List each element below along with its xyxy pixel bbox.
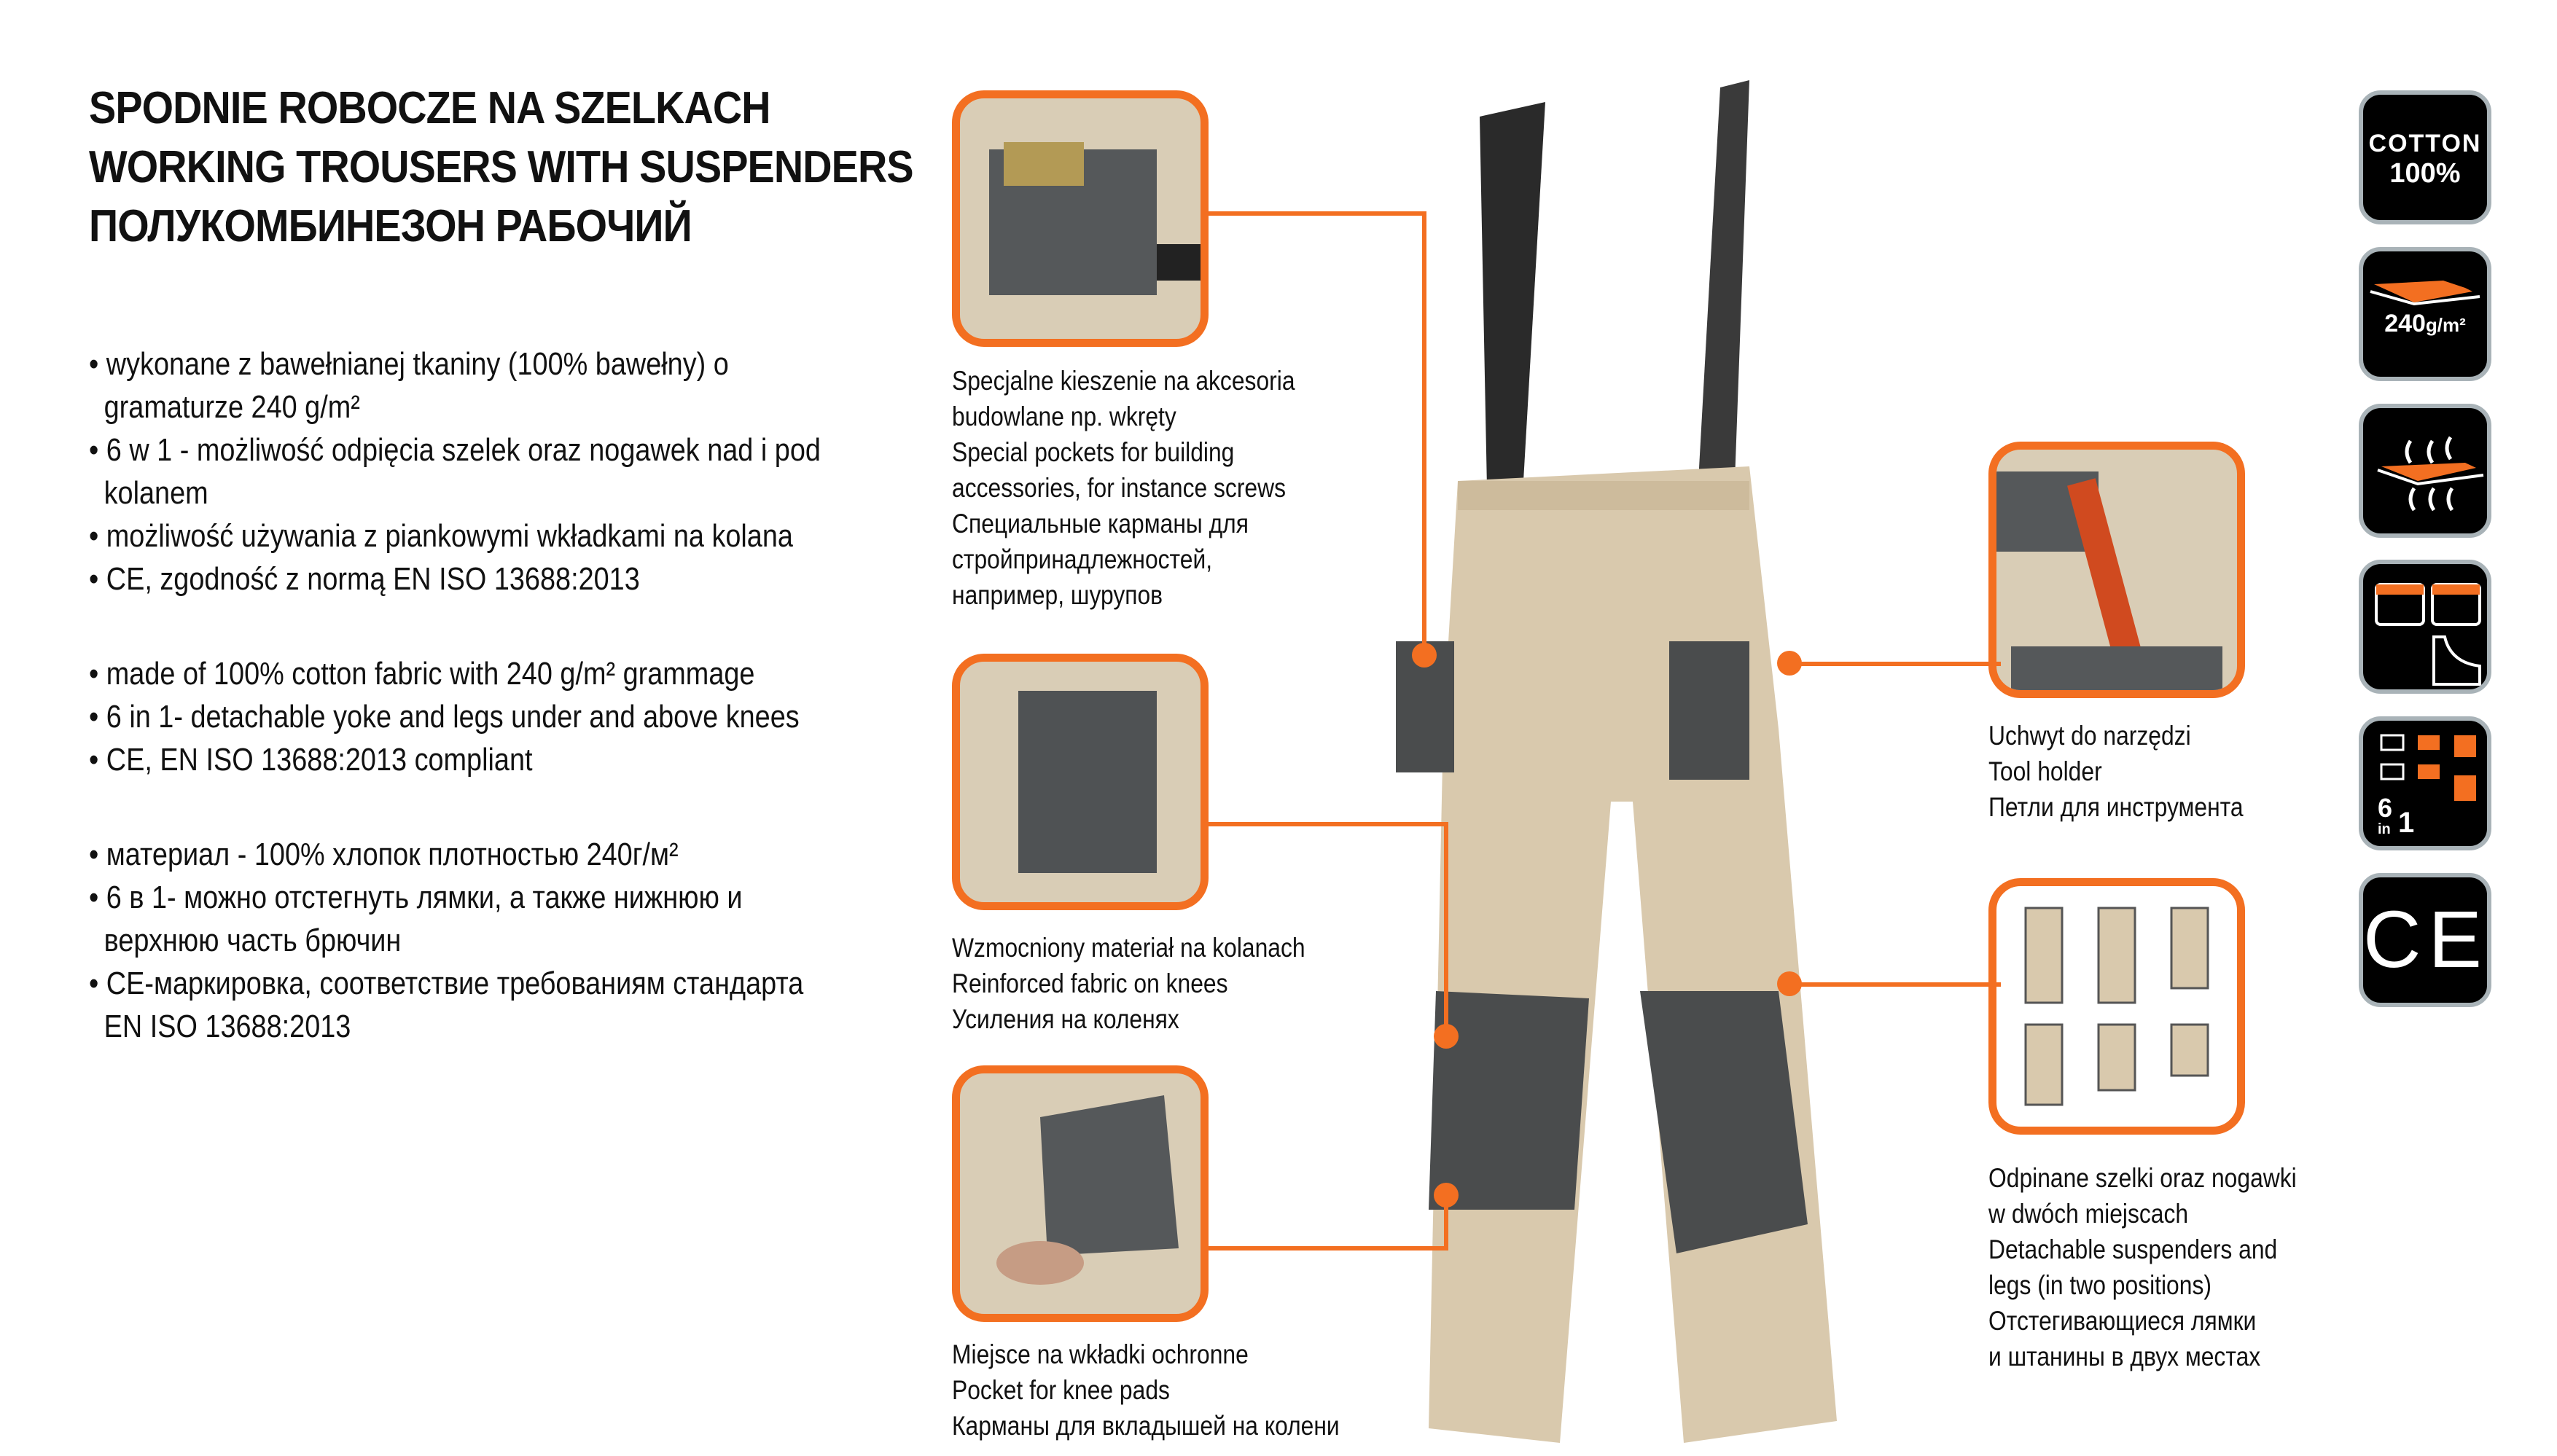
connector-line bbox=[1789, 662, 2001, 666]
weight-value: 240 bbox=[2384, 310, 2426, 337]
caption-line: стройпринадлежностей, bbox=[952, 544, 1213, 574]
six-in-one-number: 6 bbox=[2378, 793, 2393, 823]
caption-line: budowlane np. wkręty bbox=[952, 402, 1176, 431]
bullets-ru: материал - 100% хлопок плотностью 240г/м… bbox=[89, 833, 841, 1048]
caption-line: Отстегивающиеся лямки bbox=[1988, 1306, 2257, 1336]
bullets-pl: wykonane z bawełnianej tkaniny (100% baw… bbox=[89, 343, 841, 600]
bullet: CE, zgodność z normą EN ISO 13688:2013 bbox=[89, 557, 841, 600]
cotton-icon: COTTON 100% bbox=[2359, 90, 2491, 224]
pockets-icon bbox=[2359, 560, 2491, 694]
caption-line: Карманы для вкладышей на колени bbox=[952, 1411, 1340, 1441]
ce-mark: CE bbox=[2363, 895, 2489, 985]
bullet: możliwość używania z piankowymi wkładkam… bbox=[89, 514, 841, 557]
breathable-icon bbox=[2359, 404, 2491, 538]
caption-line: Special pockets for building bbox=[952, 437, 1235, 467]
caption-line: Odpinane szelki oraz nogawki bbox=[1988, 1163, 2297, 1193]
connector-line bbox=[1208, 211, 1426, 216]
caption-line: Усиления на коленях bbox=[952, 1004, 1179, 1034]
six-in-one-in: in bbox=[2378, 821, 2391, 837]
cotton-value: 100% bbox=[2389, 158, 2461, 189]
caption-line: например, шурупов bbox=[952, 580, 1163, 610]
connector-dot bbox=[1434, 1183, 1459, 1208]
connector-line bbox=[1789, 982, 2001, 987]
ce-mark-icon: CE bbox=[2359, 873, 2491, 1007]
caption-line: Reinforced fabric on knees bbox=[952, 968, 1228, 998]
caption-knee-pads: Miejsce na wkładki ochronne Pocket for k… bbox=[952, 1336, 1340, 1444]
bullet: CE, EN ISO 13688:2013 compliant bbox=[89, 738, 841, 781]
bullet: 6 in 1- detachable yoke and legs under a… bbox=[89, 695, 841, 738]
bullet: материал - 100% хлопок плотностью 240г/м… bbox=[89, 833, 841, 876]
caption-line: legs (in two positions) bbox=[1988, 1270, 2211, 1300]
caption-line: Uchwyt do narzędzi bbox=[1988, 721, 2191, 751]
caption-line: w dwóch miejscach bbox=[1988, 1199, 2189, 1229]
caption-line: accessories, for instance screws bbox=[952, 473, 1287, 503]
photo-six-in-one bbox=[1988, 878, 2245, 1135]
bullet: made of 100% cotton fabric with 240 g/m²… bbox=[89, 652, 841, 695]
photo-tool-holder bbox=[1988, 442, 2245, 698]
six-in-one-one: 1 bbox=[2398, 807, 2415, 839]
page-title: SPODNIE ROBOCZE NA SZELKACH WORKING TROU… bbox=[89, 79, 914, 256]
bullets-en: made of 100% cotton fabric with 240 g/m²… bbox=[89, 652, 841, 781]
connector-dot bbox=[1434, 1024, 1459, 1049]
bullet: 6 w 1 - możliwość odpięcia szelek oraz n… bbox=[89, 428, 841, 514]
caption-tool-holder: Uchwyt do narzędzi Tool holder Петли для… bbox=[1988, 718, 2244, 825]
caption-line: Detachable suspenders and bbox=[1988, 1234, 2278, 1264]
title-en: WORKING TROUSERS WITH SUSPENDERS bbox=[89, 142, 914, 192]
caption-line: Петли для инструмента bbox=[1988, 792, 2244, 822]
connector-line bbox=[1208, 1246, 1448, 1250]
caption-line: Tool holder bbox=[1988, 756, 2102, 786]
bullet: CE-маркировка, соответствие требованиям … bbox=[89, 962, 841, 1048]
photo-pockets bbox=[952, 90, 1209, 347]
connector-line bbox=[1208, 822, 1448, 826]
bullet: wykonane z bawełnianej tkaniny (100% baw… bbox=[89, 343, 841, 428]
trousers-image bbox=[1396, 80, 1837, 1443]
connector-dot bbox=[1777, 651, 1802, 676]
caption-line: Wzmocniony materiał na kolanach bbox=[952, 933, 1305, 963]
title-pl: SPODNIE ROBOCZE NA SZELKACH bbox=[89, 83, 771, 133]
caption-line: Specjalne kieszenie na akcesoria bbox=[952, 366, 1295, 396]
connector-line bbox=[1422, 211, 1426, 656]
connector-line bbox=[1444, 1195, 1448, 1250]
six-in-one-icon: 6 in 1 bbox=[2359, 716, 2491, 850]
weight-unit: g/m² bbox=[2425, 314, 2466, 336]
caption-pockets: Specjalne kieszenie na akcesoria budowla… bbox=[952, 363, 1295, 613]
caption-line: Miejsce na wkładki ochronne bbox=[952, 1339, 1249, 1369]
bullet: 6 в 1- можно отстегнуть лямки, а также н… bbox=[89, 876, 841, 962]
caption-line: Pocket for knee pads bbox=[952, 1375, 1170, 1405]
caption-line: Специальные карманы для bbox=[952, 509, 1249, 539]
connector-line bbox=[1444, 822, 1448, 1037]
caption-knees: Wzmocniony materiał na kolanach Reinforc… bbox=[952, 930, 1305, 1037]
title-ru: ПОЛУКОМБИНЕЗОН РАБОЧИЙ bbox=[89, 201, 692, 251]
photo-knee-pad-pocket bbox=[952, 1065, 1209, 1322]
caption-detachable: Odpinane szelki oraz nogawki w dwóch mie… bbox=[1988, 1160, 2297, 1374]
photo-knee-reinforcement bbox=[952, 654, 1209, 910]
connector-dot bbox=[1777, 971, 1802, 996]
connector-dot bbox=[1412, 643, 1437, 668]
fabric-weight-icon: 240g/m² bbox=[2359, 247, 2491, 381]
cotton-label: COTTON bbox=[2368, 130, 2482, 157]
caption-line: и штанины в двух местах bbox=[1988, 1342, 2261, 1371]
